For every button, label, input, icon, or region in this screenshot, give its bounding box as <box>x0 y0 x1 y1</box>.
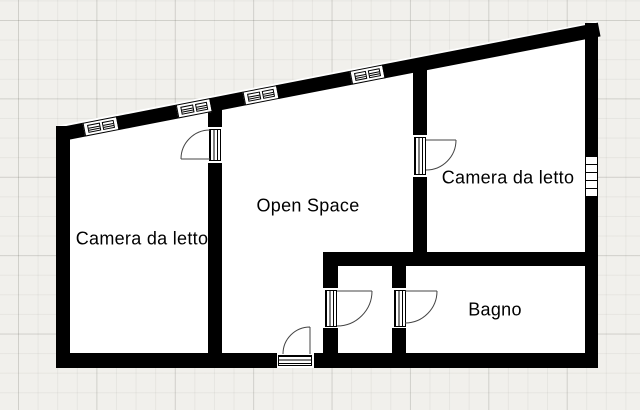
interior-wall-hall-right-upper <box>392 266 406 288</box>
interior-wall-hall-right-lower <box>392 328 406 358</box>
interior-wall-bedroom-right-lower <box>413 177 427 257</box>
room-label-bedroom-left: Camera da letto <box>75 228 209 249</box>
room-label-bedroom-right: Camera da letto <box>441 167 575 188</box>
room-label-open-space: Open Space <box>256 195 360 216</box>
door-frame-bedroom-right <box>414 137 426 175</box>
interior-wall-hall-left-lower <box>323 328 338 358</box>
interior-wall-hall-left-upper <box>323 266 338 288</box>
exterior-wall-right-upper <box>585 23 598 156</box>
door-frame-bathroom <box>394 290 406 327</box>
exterior-wall-right-lower <box>585 197 598 368</box>
door-frame-entrance <box>278 355 312 366</box>
exterior-wall-bottom-right <box>314 353 598 368</box>
interior-wall-bedroom-left-lower <box>208 163 222 358</box>
exterior-wall-bottom-left <box>56 353 277 368</box>
exterior-wall-left <box>56 126 70 368</box>
room-label-bathroom: Bagno <box>468 299 522 320</box>
door-frame-bedroom-left <box>209 129 221 161</box>
window-icon <box>585 156 598 197</box>
interior-wall-bathroom-top <box>323 252 589 266</box>
interior-wall-bedroom-right-upper <box>413 62 427 135</box>
door-frame-hall <box>325 290 337 327</box>
